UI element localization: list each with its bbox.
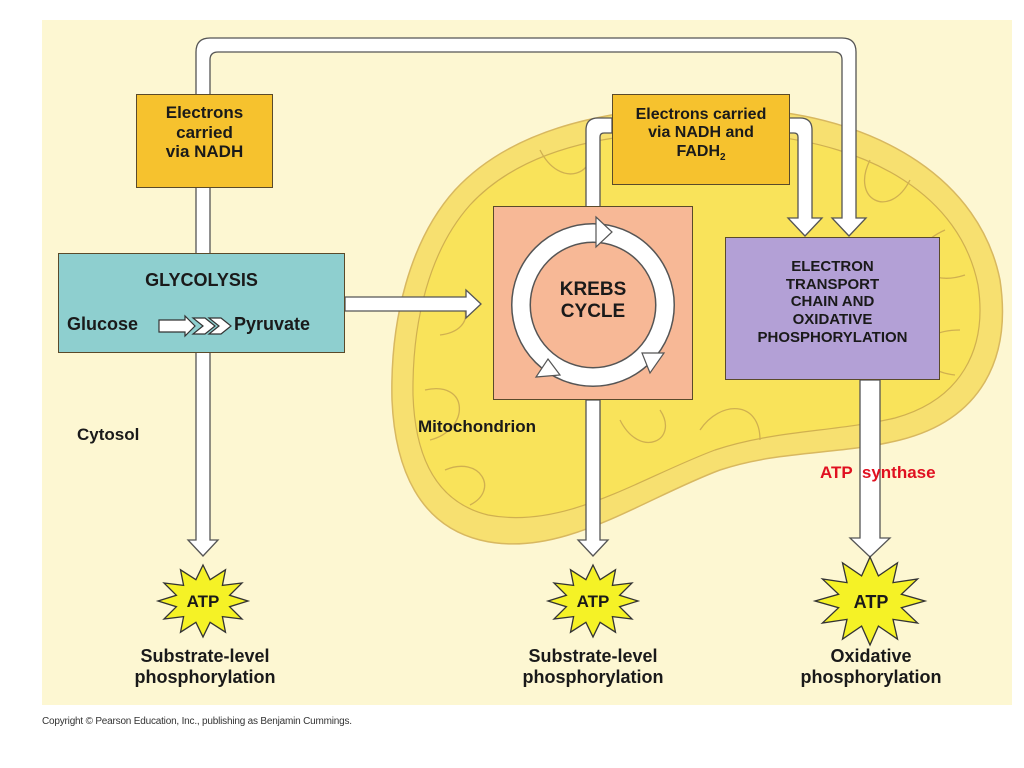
glycolysis-atp-arrow [186,351,220,557]
etc-label-line: PHOSPHORYLATION [757,328,908,346]
atp-caption-2: Substrate-level phosphorylation [488,646,698,687]
krebs-cycle-ring [511,215,675,387]
electrons-fadh2-line2: via NADH and [648,124,754,142]
electrons-nadh-fadh2-box: Electrons carried via NADH and FADH2 [612,94,790,185]
mitochondrion-label: Mitochondrion [418,417,537,436]
glycolysis-step-arrows [158,314,232,338]
cycle-arrowhead [595,215,613,249]
etc-label-line: TRANSPORT [785,275,880,293]
atp-caption-3: Oxidative phosphorylation [766,646,976,687]
etc-label-line: CHAIN AND [790,293,875,311]
krebs-label-line: CYCLE [560,300,626,322]
glycolysis-title: GLYCOLYSIS [145,270,258,290]
atp-label-3: ATP [853,592,889,612]
caption-line: Oxidative [830,646,912,666]
caption-line: phosphorylation [134,666,276,687]
etc-label-line: ELECTRON [791,258,874,275]
electrons-nadh-line: Electrons [165,103,244,122]
nadh-transfer-arrow [195,37,868,256]
caption-line: Substrate-level [140,646,270,666]
etc-box: ELECTRON TRANSPORT CHAIN AND OXIDATIVE P… [725,237,940,380]
atp-label-1: ATP [186,592,220,611]
fadh2-to-etc-arrow [784,117,824,237]
electrons-fadh2-line1: Electrons carried [635,106,767,123]
electrons-nadh-line: via NADH [165,142,244,162]
caption-line: Substrate-level [528,646,658,666]
atp-synthase-label: ATP synthase [820,463,936,482]
atp-caption-1: Substrate-level phosphorylation [100,646,310,687]
pyruvate-label: Pyruvate [234,314,311,334]
cycle-arrowhead [534,357,562,378]
pyruvate-to-krebs-arrow [344,288,482,320]
atp-label-2: ATP [576,592,610,611]
cycle-arrowhead [641,352,666,375]
caption-line: phosphorylation [800,666,942,687]
fadh2-subscript: 2 [720,151,726,163]
caption-line: phosphorylation [522,666,664,687]
etc-label-line: OXIDATIVE [792,311,873,329]
atp-burst-3 [812,555,928,647]
glycolysis-box: GLYCOLYSIS Glucose Pyruvate [58,253,345,353]
krebs-label-line: KREBS [559,279,627,300]
electrons-nadh-line: carried [176,122,233,142]
electrons-nadh-box: Electrons carried via NADH [136,94,273,188]
atp-burst-2 [545,563,641,639]
etc-atp-arrow [848,379,892,558]
electrons-fadh2-line3: FADH [676,142,720,160]
glucose-label: Glucose [67,314,139,334]
atp-burst-1 [155,563,251,639]
krebs-cycle-box: KREBS CYCLE [493,206,693,400]
cytosol-label: Cytosol [77,425,140,444]
copyright-notice: Copyright © Pearson Education, Inc., pub… [42,716,352,727]
krebs-atp-arrow [576,399,610,557]
